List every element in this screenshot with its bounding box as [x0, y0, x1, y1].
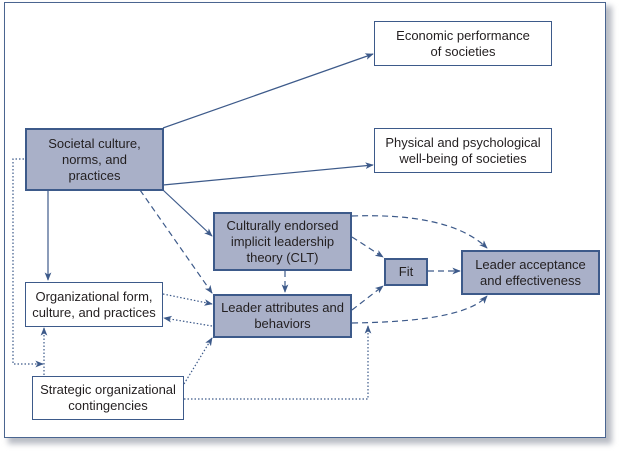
node-leader-attributes: Leader attributes and behaviors: [213, 294, 352, 338]
node-societal-culture: Societal culture, norms, and practices: [25, 128, 164, 191]
edge-clt-acceptance: [351, 215, 488, 249]
edge-societal-leader: [139, 189, 213, 294]
node-leader-acceptance: Leader acceptance and effectiveness: [461, 250, 600, 295]
edge-societal-wellbeing: [162, 162, 374, 186]
edge-societal-clt: [162, 189, 213, 237]
node-strategic-contingencies: Strategic organizational contingencies: [32, 376, 184, 420]
node-economic-performance-label: Economic performance of societies: [396, 27, 530, 59]
node-leader-acceptance-label: Leader acceptance and effectiveness: [475, 256, 586, 288]
node-leader-attributes-label: Leader attributes and behaviors: [221, 300, 344, 331]
edge-leader-acceptance: [351, 295, 488, 324]
node-fit: Fit: [384, 258, 428, 286]
edge-societal-loop: [12, 158, 44, 368]
node-organizational-form: Organizational form, culture, and practi…: [25, 282, 163, 327]
node-strategic-contingencies-label: Strategic organizational contingencies: [40, 382, 176, 413]
node-wellbeing-label: Physical and psychological well-being of…: [385, 134, 541, 166]
edge-clt-fit: [351, 236, 384, 258]
node-fit-label: Fit: [398, 264, 414, 279]
edge-leader-orgform: [163, 315, 213, 327]
edge-strategic-leader: [183, 337, 213, 385]
edge-orgform-leader: [162, 293, 213, 306]
edge-leader-fit: [351, 285, 384, 311]
node-clt: Culturally endorsed implicit leadership …: [213, 212, 352, 271]
node-wellbeing: Physical and psychological well-being of…: [374, 128, 552, 173]
node-clt-label: Culturally endorsed implicit leadership …: [226, 217, 339, 265]
edge-societal-economic: [162, 53, 374, 129]
node-economic-performance: Economic performance of societies: [374, 21, 552, 66]
node-organizational-form-label: Organizational form, culture, and practi…: [32, 288, 156, 320]
node-societal-culture-label: Societal culture, norms, and practices: [48, 135, 141, 183]
